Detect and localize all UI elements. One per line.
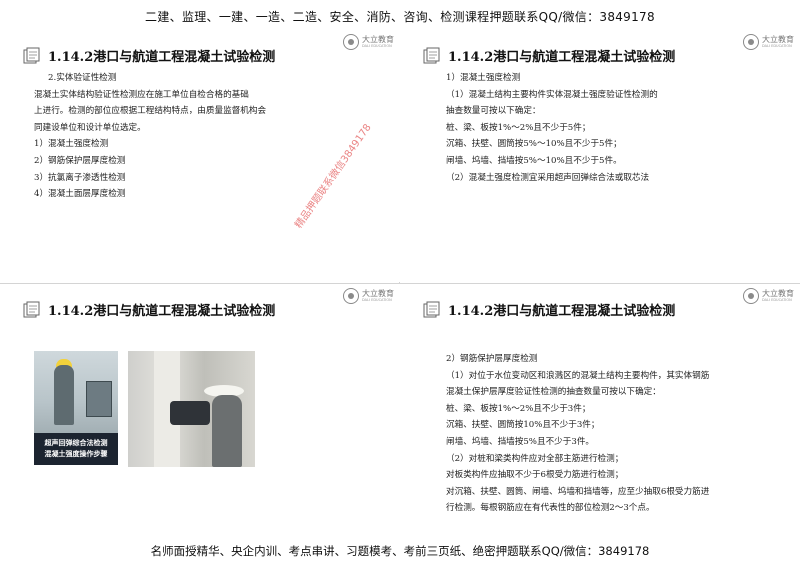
brand-logo: 大立教育 DALI EDUCATION <box>343 34 394 50</box>
slide-4: 大立教育 DALI EDUCATION 1.14.2港口与航道工程混凝土试验检测… <box>400 284 800 536</box>
slide-title: 1.14.2港口与航道工程混凝土试验检测 <box>422 300 675 319</box>
body-line: 2）钢筋保护层厚度检测 <box>34 155 126 166</box>
logo-icon <box>343 34 359 50</box>
logo-icon <box>343 288 359 304</box>
horizontal-divider <box>0 283 800 284</box>
slide-title: 1.14.2港口与航道工程混凝土试验检测 <box>22 300 275 319</box>
logo-name: 大立教育 <box>362 34 394 44</box>
slide-body: 1）混凝土强度检测 （1）混凝土结构主要构件实体混凝土强度验证性检测的 抽查数量… <box>446 70 658 186</box>
core-drilling-photo <box>128 351 255 467</box>
body-line: 2.实体验证性检测 <box>48 73 117 83</box>
body-line: 1）混凝土强度检测 <box>34 139 109 150</box>
body-line: 抽查数量可按以下确定： <box>446 106 541 117</box>
slide-title-text: 1.14.2港口与航道工程混凝土试验检测 <box>48 50 276 65</box>
slide-title-text: 1.14.2港口与航道工程混凝土试验检测 <box>448 50 676 65</box>
slide-title-text: 1.14.2港口与航道工程混凝土试验检测 <box>48 304 276 319</box>
slide-2: 大立教育 DALI EDUCATION 1.14.2港口与航道工程混凝土试验检测… <box>400 30 800 282</box>
body-line: 闸墙、坞墙、挡墙按5%且不少于3件。 <box>446 436 595 447</box>
photo-caption: 超声回弹综合法检测 混凝土强度操作步骤 <box>34 433 118 465</box>
photo-caption-line: 混凝土强度操作步骤 <box>44 450 108 458</box>
body-line: 闸墙、坞墙、挡墙按5%～10%且不少于5件。 <box>446 155 622 166</box>
body-line: 1）混凝土强度检测 <box>446 73 521 83</box>
body-line: 桩、梁、板按1%～2%且不少于5件； <box>446 122 591 133</box>
brand-logo: 大立教育 DALI EDUCATION <box>743 34 794 50</box>
body-line: 沉箱、扶壁、圆筒按10%且不少于3件； <box>446 420 600 431</box>
brand-logo: 大立教育 DALI EDUCATION <box>343 288 394 304</box>
bottom-contact-banner: 名师面授精华、央企内训、考点串讲、习题模考、考前三页纸、绝密押题联系QQ/微信：… <box>150 544 650 558</box>
brand-logo: 大立教育 DALI EDUCATION <box>743 288 794 304</box>
logo-name: 大立教育 <box>762 288 794 298</box>
slide-title: 1.14.2港口与航道工程混凝土试验检测 <box>22 46 275 65</box>
body-line: （1）对位于水位变动区和浪溅区的混凝土结构主要构件，其实体钢筋 <box>446 370 710 381</box>
slide-title: 1.14.2港口与航道工程混凝土试验检测 <box>422 46 675 65</box>
logo-tagline: DALI EDUCATION <box>762 297 792 302</box>
body-line: 4）混凝土面层厚度检测 <box>34 189 126 200</box>
logo-name: 大立教育 <box>362 288 394 298</box>
body-line: （2）混凝土强度检测宜采用超声回弹综合法或取芯法 <box>446 172 650 183</box>
slide-title-text: 1.14.2港口与航道工程混凝土试验检测 <box>448 304 676 319</box>
rebound-test-photo: 超声回弹综合法检测 混凝土强度操作步骤 <box>34 351 118 465</box>
body-line: 桩、梁、板按1%～2%且不少于3件； <box>446 403 591 414</box>
document-stack-icon <box>23 301 40 317</box>
document-stack-icon <box>423 47 440 63</box>
body-line: 3）抗氯离子渗透性检测 <box>34 172 126 183</box>
body-line: 对沉箱、扶壁、圆筒、闸墙、坞墙和挡墙等，应至少抽取6根受力筋进 <box>446 486 710 497</box>
body-line: （2）对桩和梁类构件应对全部主筋进行检测； <box>446 453 624 464</box>
slide-3: 大立教育 DALI EDUCATION 1.14.2港口与航道工程混凝土试验检测… <box>0 284 400 536</box>
logo-tagline: DALI EDUCATION <box>362 297 392 302</box>
slide-body: 2）钢筋保护层厚度检测 （1）对位于水位变动区和浪溅区的混凝土结构主要构件，其实… <box>446 351 709 517</box>
document-stack-icon <box>23 47 40 63</box>
slide-1: 大立教育 DALI EDUCATION 1.14.2港口与航道工程混凝土试验检测… <box>0 30 400 282</box>
logo-icon <box>743 288 759 304</box>
slide-body: 2.实体验证性检测 混凝土实体结构验证性检测应在施工单位自检合格的基础 上进行。… <box>34 70 266 203</box>
body-line: 2）钢筋保护层厚度检测 <box>446 354 538 364</box>
document-stack-icon <box>423 301 440 317</box>
body-line: （1）混凝土结构主要构件实体混凝土强度验证性检测的 <box>446 89 658 100</box>
body-line: 混凝土保护层厚度验证性检测的抽查数量可按以下确定： <box>446 387 661 398</box>
body-line: 混凝土实体结构验证性检测应在施工单位自检合格的基础 <box>34 89 249 100</box>
logo-name: 大立教育 <box>762 34 794 44</box>
logo-tagline: DALI EDUCATION <box>762 43 792 48</box>
body-line: 同建设单位和设计单位选定。 <box>34 122 146 133</box>
body-line: 行检测。每根钢筋应在有代表性的部位检测2～3个点。 <box>446 503 655 514</box>
logo-tagline: DALI EDUCATION <box>362 43 392 48</box>
body-line: 上进行。检测的部位应根据工程结构特点，由质量监督机构会 <box>34 106 267 117</box>
logo-icon <box>743 34 759 50</box>
body-line: 沉箱、扶壁、圆筒按5%～10%且不少于5件； <box>446 139 622 150</box>
body-line: 对板类构件应抽取不少于6根受力筋进行检测； <box>446 470 624 481</box>
photo-caption-line: 超声回弹综合法检测 <box>44 439 108 447</box>
top-contact-banner: 二建、监理、一建、一造、二造、安全、消防、咨询、检测课程押题联系QQ/微信：38… <box>145 10 655 24</box>
